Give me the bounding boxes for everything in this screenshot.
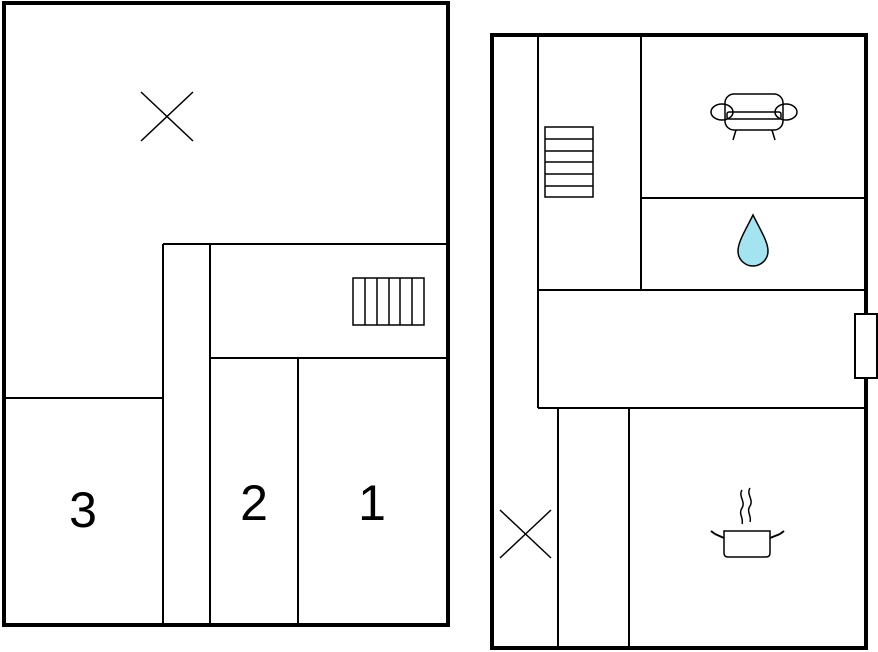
- sofa-icon: [710, 93, 798, 141]
- floor-plan-upper: 1 2 3: [2, 1, 450, 627]
- stairs-icon: [352, 277, 425, 326]
- water-drop-icon: [737, 213, 769, 267]
- room-label-2: 2: [240, 475, 268, 531]
- stairs-icon: [544, 126, 594, 198]
- void-cross-icon: [140, 91, 194, 142]
- room-label-1: 1: [358, 475, 386, 531]
- door-icon: [854, 313, 878, 379]
- room-label-3: 3: [69, 482, 97, 538]
- interior-walls: [537, 35, 866, 648]
- floor-plan-ground: [490, 33, 878, 650]
- interior-walls: [4, 243, 448, 625]
- cooking-pot-icon: [710, 487, 785, 558]
- void-cross-icon: [499, 509, 552, 559]
- outer-wall: [2, 1, 450, 627]
